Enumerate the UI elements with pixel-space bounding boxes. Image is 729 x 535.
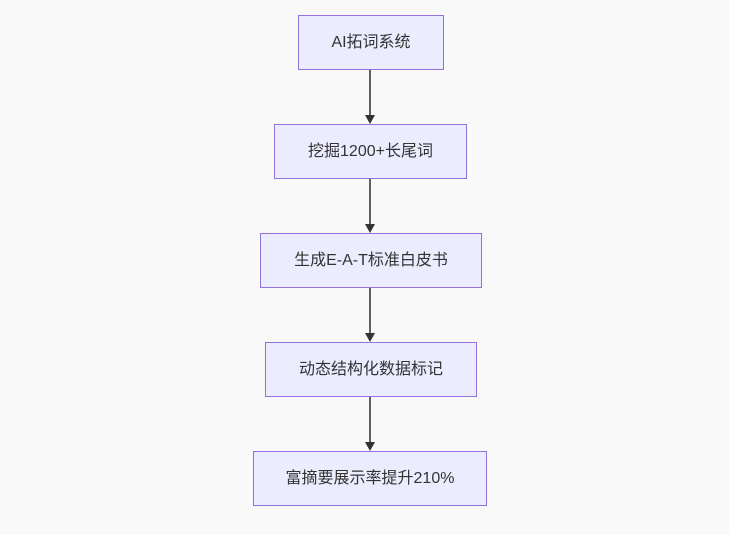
arrowhead-down-icon [365, 442, 375, 451]
flow-arrow-4 [363, 397, 377, 451]
arrow-line [369, 70, 371, 116]
arrowhead-down-icon [365, 115, 375, 124]
arrowhead-down-icon [365, 224, 375, 233]
flow-node-label: 挖掘1200+长尾词 [308, 142, 433, 160]
flow-node-generate-eat-whitepaper: 生成E-A-T标准白皮书 [260, 233, 482, 288]
flow-arrow-1 [363, 70, 377, 124]
flow-node-dynamic-structured-data-markup: 动态结构化数据标记 [265, 342, 477, 397]
flow-arrow-3 [363, 288, 377, 342]
arrow-line [369, 288, 371, 334]
flow-arrow-2 [363, 179, 377, 233]
arrow-line [369, 179, 371, 225]
flow-node-ai-word-expansion-system: AI拓词系统 [298, 15, 444, 70]
flow-node-mine-longtail-keywords: 挖掘1200+长尾词 [274, 124, 467, 179]
flow-node-label: 富摘要展示率提升210% [285, 469, 455, 487]
flow-node-label: 动态结构化数据标记 [298, 360, 443, 378]
arrowhead-down-icon [365, 333, 375, 342]
arrow-line [369, 397, 371, 443]
flow-node-label: AI拓词系统 [331, 33, 411, 51]
flow-node-rich-snippet-rate-increase: 富摘要展示率提升210% [253, 451, 487, 506]
flow-node-label: 生成E-A-T标准白皮书 [294, 251, 448, 269]
